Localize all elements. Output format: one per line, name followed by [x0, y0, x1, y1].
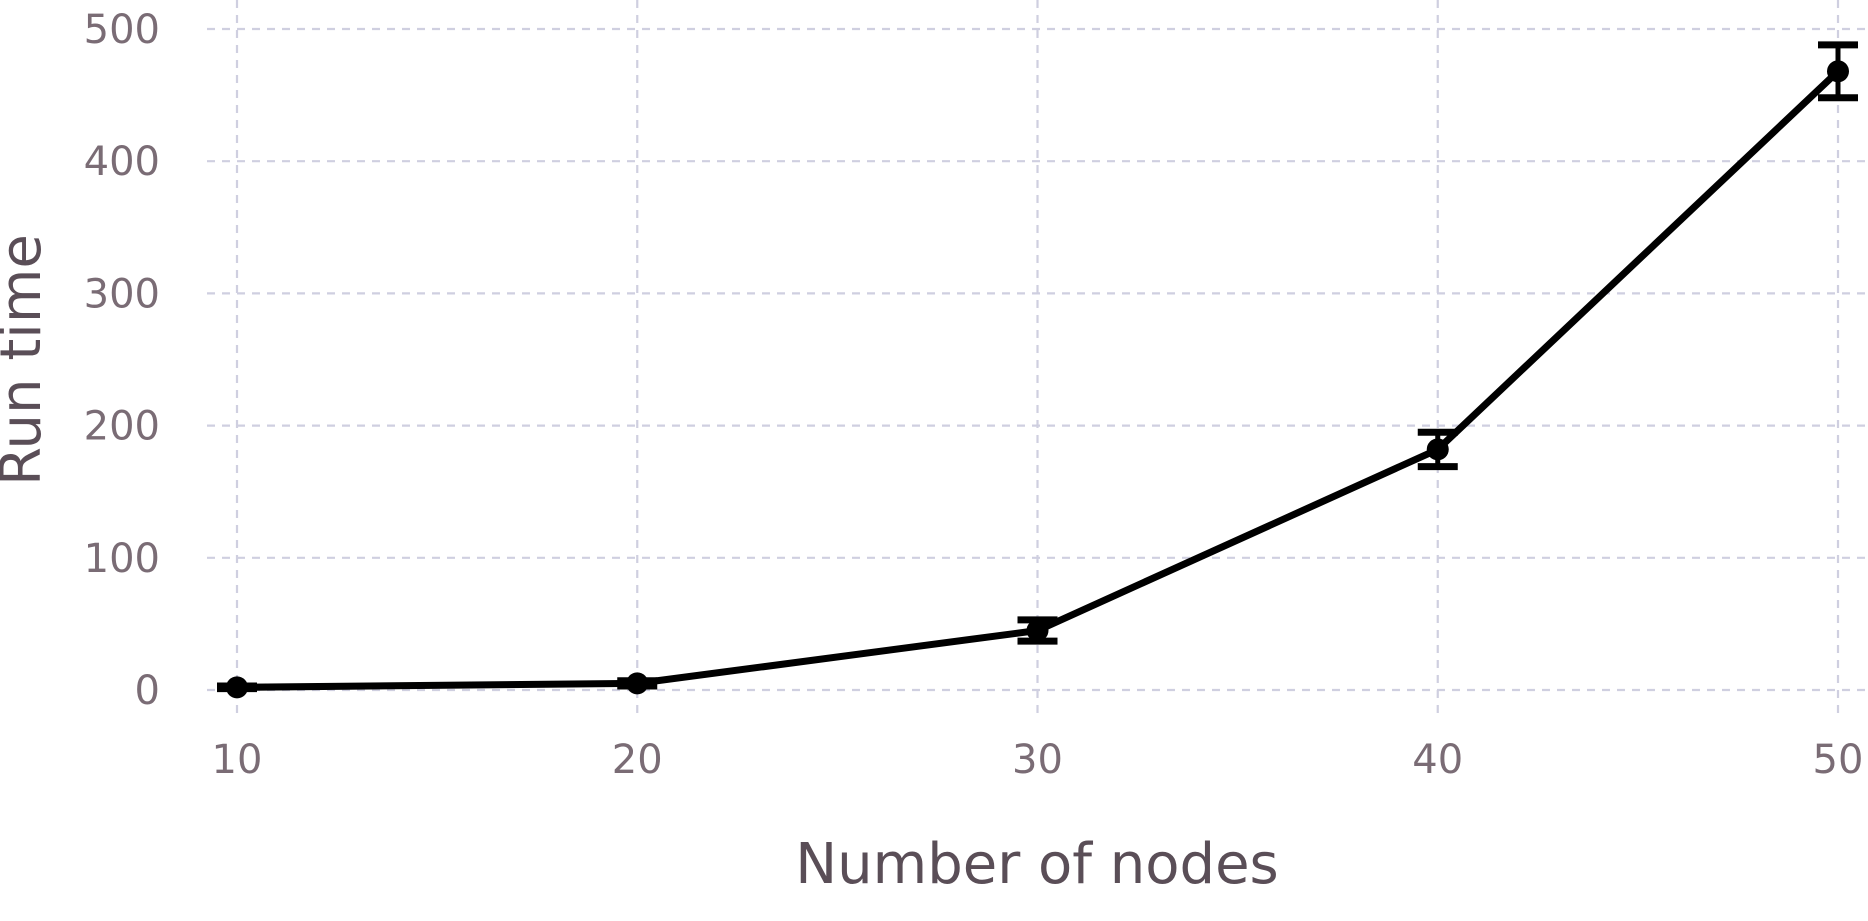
x-tick-label: 20 — [612, 737, 663, 783]
x-tick-label: 10 — [212, 737, 263, 783]
x-tick-label: 30 — [1012, 737, 1063, 783]
data-point — [1426, 438, 1449, 461]
data-point — [1827, 60, 1849, 83]
x-tick-label: 40 — [1412, 737, 1463, 783]
y-tick-label: 500 — [84, 7, 160, 53]
x-tick-labels: 10 20 30 40 50 — [212, 737, 1864, 783]
y-tick-label: 100 — [84, 536, 160, 582]
data-point — [1026, 619, 1049, 642]
x-tick-label: 50 — [1813, 737, 1864, 783]
data-point — [226, 676, 248, 699]
y-tick-label: 400 — [84, 139, 160, 185]
y-tick-label: 300 — [84, 271, 160, 317]
y-tick-label: 200 — [84, 404, 160, 450]
data-points — [226, 60, 1849, 699]
y-axis-title: Run time — [0, 234, 54, 486]
data-point — [626, 672, 649, 695]
y-tick-label: 0 — [135, 668, 160, 714]
y-tick-labels: 0 100 200 300 400 500 — [84, 7, 160, 714]
grid-layer — [207, 0, 1868, 716]
x-axis-title: Number of nodes — [795, 832, 1278, 897]
